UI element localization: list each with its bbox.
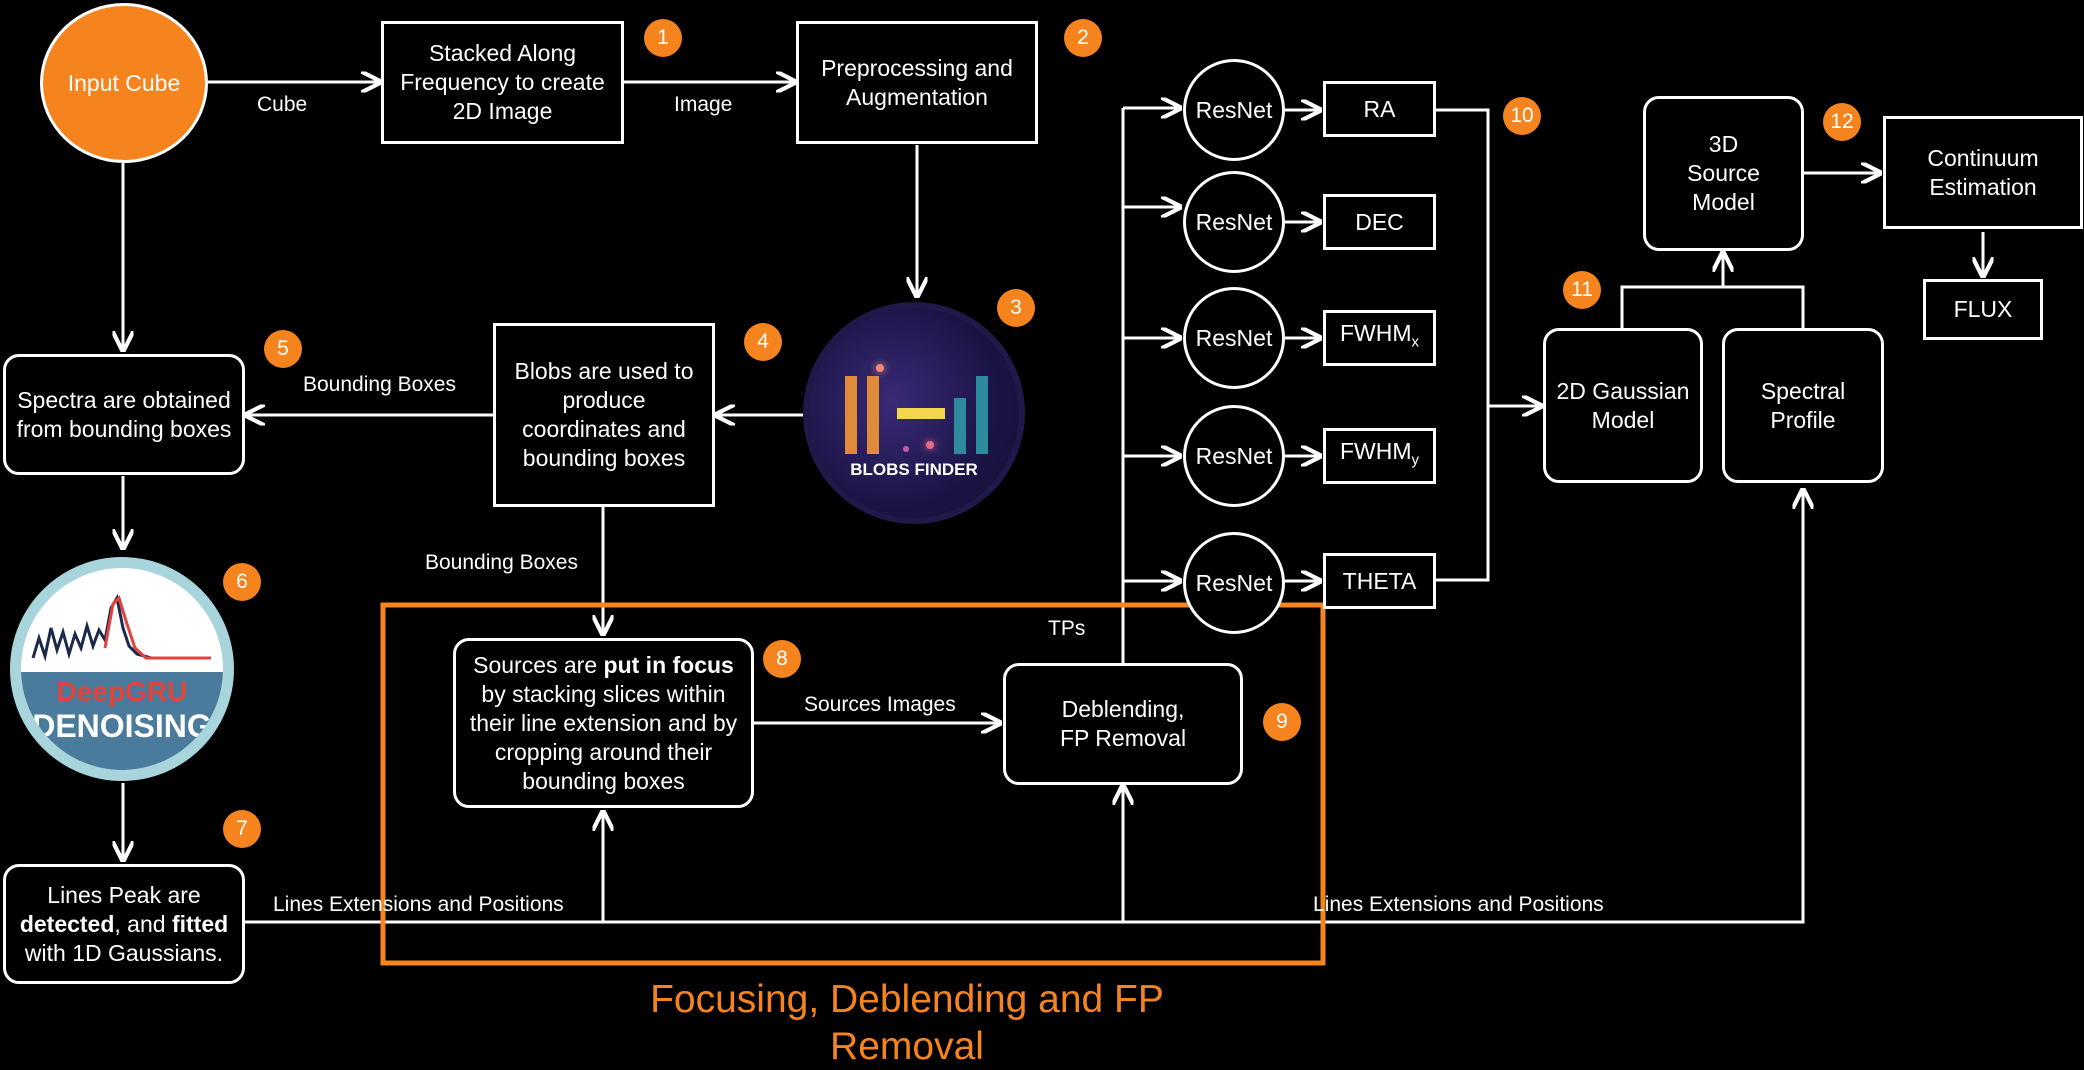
node-spectral-profile: Spectral Profile bbox=[1722, 328, 1884, 483]
blobs-finder-logo: BLOBS FINDER bbox=[803, 302, 1025, 524]
lines-peak-label: Lines Peak are detected, and fitted with… bbox=[19, 881, 229, 966]
param-dec: DEC bbox=[1323, 194, 1436, 250]
edge-label-lines-ext-1: Lines Extensions and Positions bbox=[273, 893, 564, 916]
edge-params-bracket bbox=[1436, 108, 1490, 582]
resnet-theta: ResNet bbox=[1183, 532, 1285, 634]
stacked-label: Stacked Along Frequency to create 2D Ima… bbox=[400, 40, 605, 124]
preprocessing-label: Preprocessing and Augmentation bbox=[821, 54, 1013, 110]
node-sources-focus: Sources are put in focus by stacking sli… bbox=[453, 638, 754, 808]
bar-yellow bbox=[897, 408, 945, 419]
node-lines-peak: Lines Peak are detected, and fitted with… bbox=[3, 864, 245, 984]
badge-5: 5 bbox=[264, 330, 302, 368]
param-fwhm-x: FWHMx bbox=[1323, 310, 1436, 366]
spectra-label: Spectra are obtained from bounding boxes bbox=[16, 386, 232, 442]
bar-orange-2 bbox=[867, 376, 879, 454]
input-cube-label: Input Cube bbox=[67, 69, 181, 96]
node-2d-gaussian: 2D Gaussian Model bbox=[1543, 328, 1703, 483]
bar-teal-2 bbox=[976, 376, 988, 454]
blob-dot-3 bbox=[903, 446, 909, 452]
group-title: Focusing, Deblending and FP Removal bbox=[650, 978, 1164, 1068]
node-deblending: Deblending, FP Removal bbox=[1003, 663, 1243, 785]
blobs-finder-text: BLOBS FINDER bbox=[850, 460, 978, 479]
bar-teal-1 bbox=[954, 398, 966, 454]
bar-orange-1 bbox=[845, 376, 857, 454]
param-theta: THETA bbox=[1323, 553, 1436, 609]
edge-label-tps: TPs bbox=[1048, 617, 1086, 640]
badge-9: 9 bbox=[1263, 703, 1301, 741]
badge-8: 8 bbox=[763, 640, 801, 678]
edge-label-image: Image bbox=[674, 93, 733, 116]
node-stacked-2d-image: Stacked Along Frequency to create 2D Ima… bbox=[381, 21, 624, 144]
sources-focus-label: Sources are put in focus by stacking sli… bbox=[469, 651, 738, 794]
badge-10: 10 bbox=[1503, 97, 1541, 135]
badge-11: 11 bbox=[1563, 271, 1601, 309]
resnet-fwhm-x: ResNet bbox=[1183, 287, 1285, 389]
edge-lines-ext bbox=[245, 490, 1803, 924]
badge-12: 12 bbox=[1823, 103, 1861, 141]
badge-1: 1 bbox=[644, 19, 682, 57]
denoising-text: DENOISING bbox=[32, 708, 212, 744]
denoise-lower bbox=[21, 672, 223, 770]
node-preprocessing: Preprocessing and Augmentation bbox=[796, 21, 1038, 144]
param-ra: RA bbox=[1323, 81, 1436, 137]
resnet-dec: ResNet bbox=[1183, 171, 1285, 273]
blob-dot-2 bbox=[926, 441, 934, 449]
edge-label-bounding-boxes-2: Bounding Boxes bbox=[425, 551, 578, 574]
node-spectra: Spectra are obtained from bounding boxes bbox=[3, 354, 245, 475]
resnet-ra: ResNet bbox=[1183, 59, 1285, 161]
focusing-group-frame bbox=[380, 602, 1326, 966]
badge-6: 6 bbox=[223, 563, 261, 601]
param-fwhm-y: FWHMy bbox=[1323, 428, 1436, 484]
denoise-inner: DeepGRU DENOISING bbox=[21, 568, 223, 770]
deblending-label: Deblending, FP Removal bbox=[1059, 696, 1187, 751]
node-blobs-used: Blobs are used to produce coordinates an… bbox=[493, 323, 715, 507]
edge-label-lines-ext-2: Lines Extensions and Positions bbox=[1313, 893, 1604, 916]
badge-7: 7 bbox=[223, 810, 261, 848]
edge-label-bounding-boxes-1: Bounding Boxes bbox=[303, 373, 456, 396]
badge-3: 3 bbox=[997, 289, 1035, 327]
spectrum-line-icon bbox=[31, 593, 211, 662]
node-input-cube: Input Cube bbox=[40, 3, 208, 163]
deepgru-denoising-logo: DeepGRU DENOISING bbox=[10, 557, 234, 781]
node-3d-source: 3D Source Model bbox=[1643, 96, 1804, 251]
resnet-fwhm-y: ResNet bbox=[1183, 405, 1285, 507]
edge-label-sources-images: Sources Images bbox=[804, 693, 956, 716]
blob-dot-1 bbox=[876, 364, 884, 372]
edge-label-cube: Cube bbox=[257, 93, 308, 116]
node-flux: FLUX bbox=[1923, 279, 2043, 340]
deepgru-text: DeepGRU bbox=[56, 676, 188, 707]
node-continuum: Continuum Estimation bbox=[1883, 116, 2083, 229]
blobs-used-label: Blobs are used to produce coordinates an… bbox=[514, 358, 694, 471]
badge-2: 2 bbox=[1064, 19, 1102, 57]
badge-4: 4 bbox=[744, 323, 782, 361]
